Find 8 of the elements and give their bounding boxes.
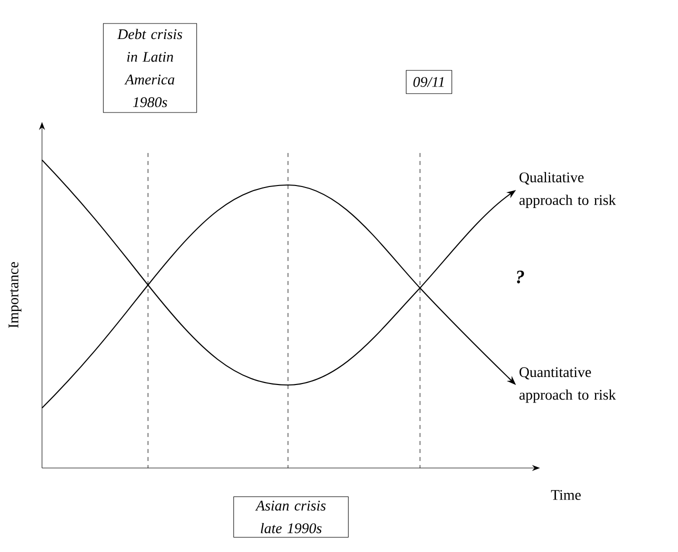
curve-label: Quantitative approach to risk [519,367,616,403]
event-box: Asian crisis late 1990s [233,496,349,538]
axis-label: Time [551,490,581,500]
event-box: 09/11 [406,70,452,94]
axis-label: Importance [8,262,22,328]
question-mark: ? [517,270,524,284]
curve-label: Qualitative approach to risk [519,172,616,208]
event-box: Debt crisis in Latin America 1980s [103,23,197,113]
